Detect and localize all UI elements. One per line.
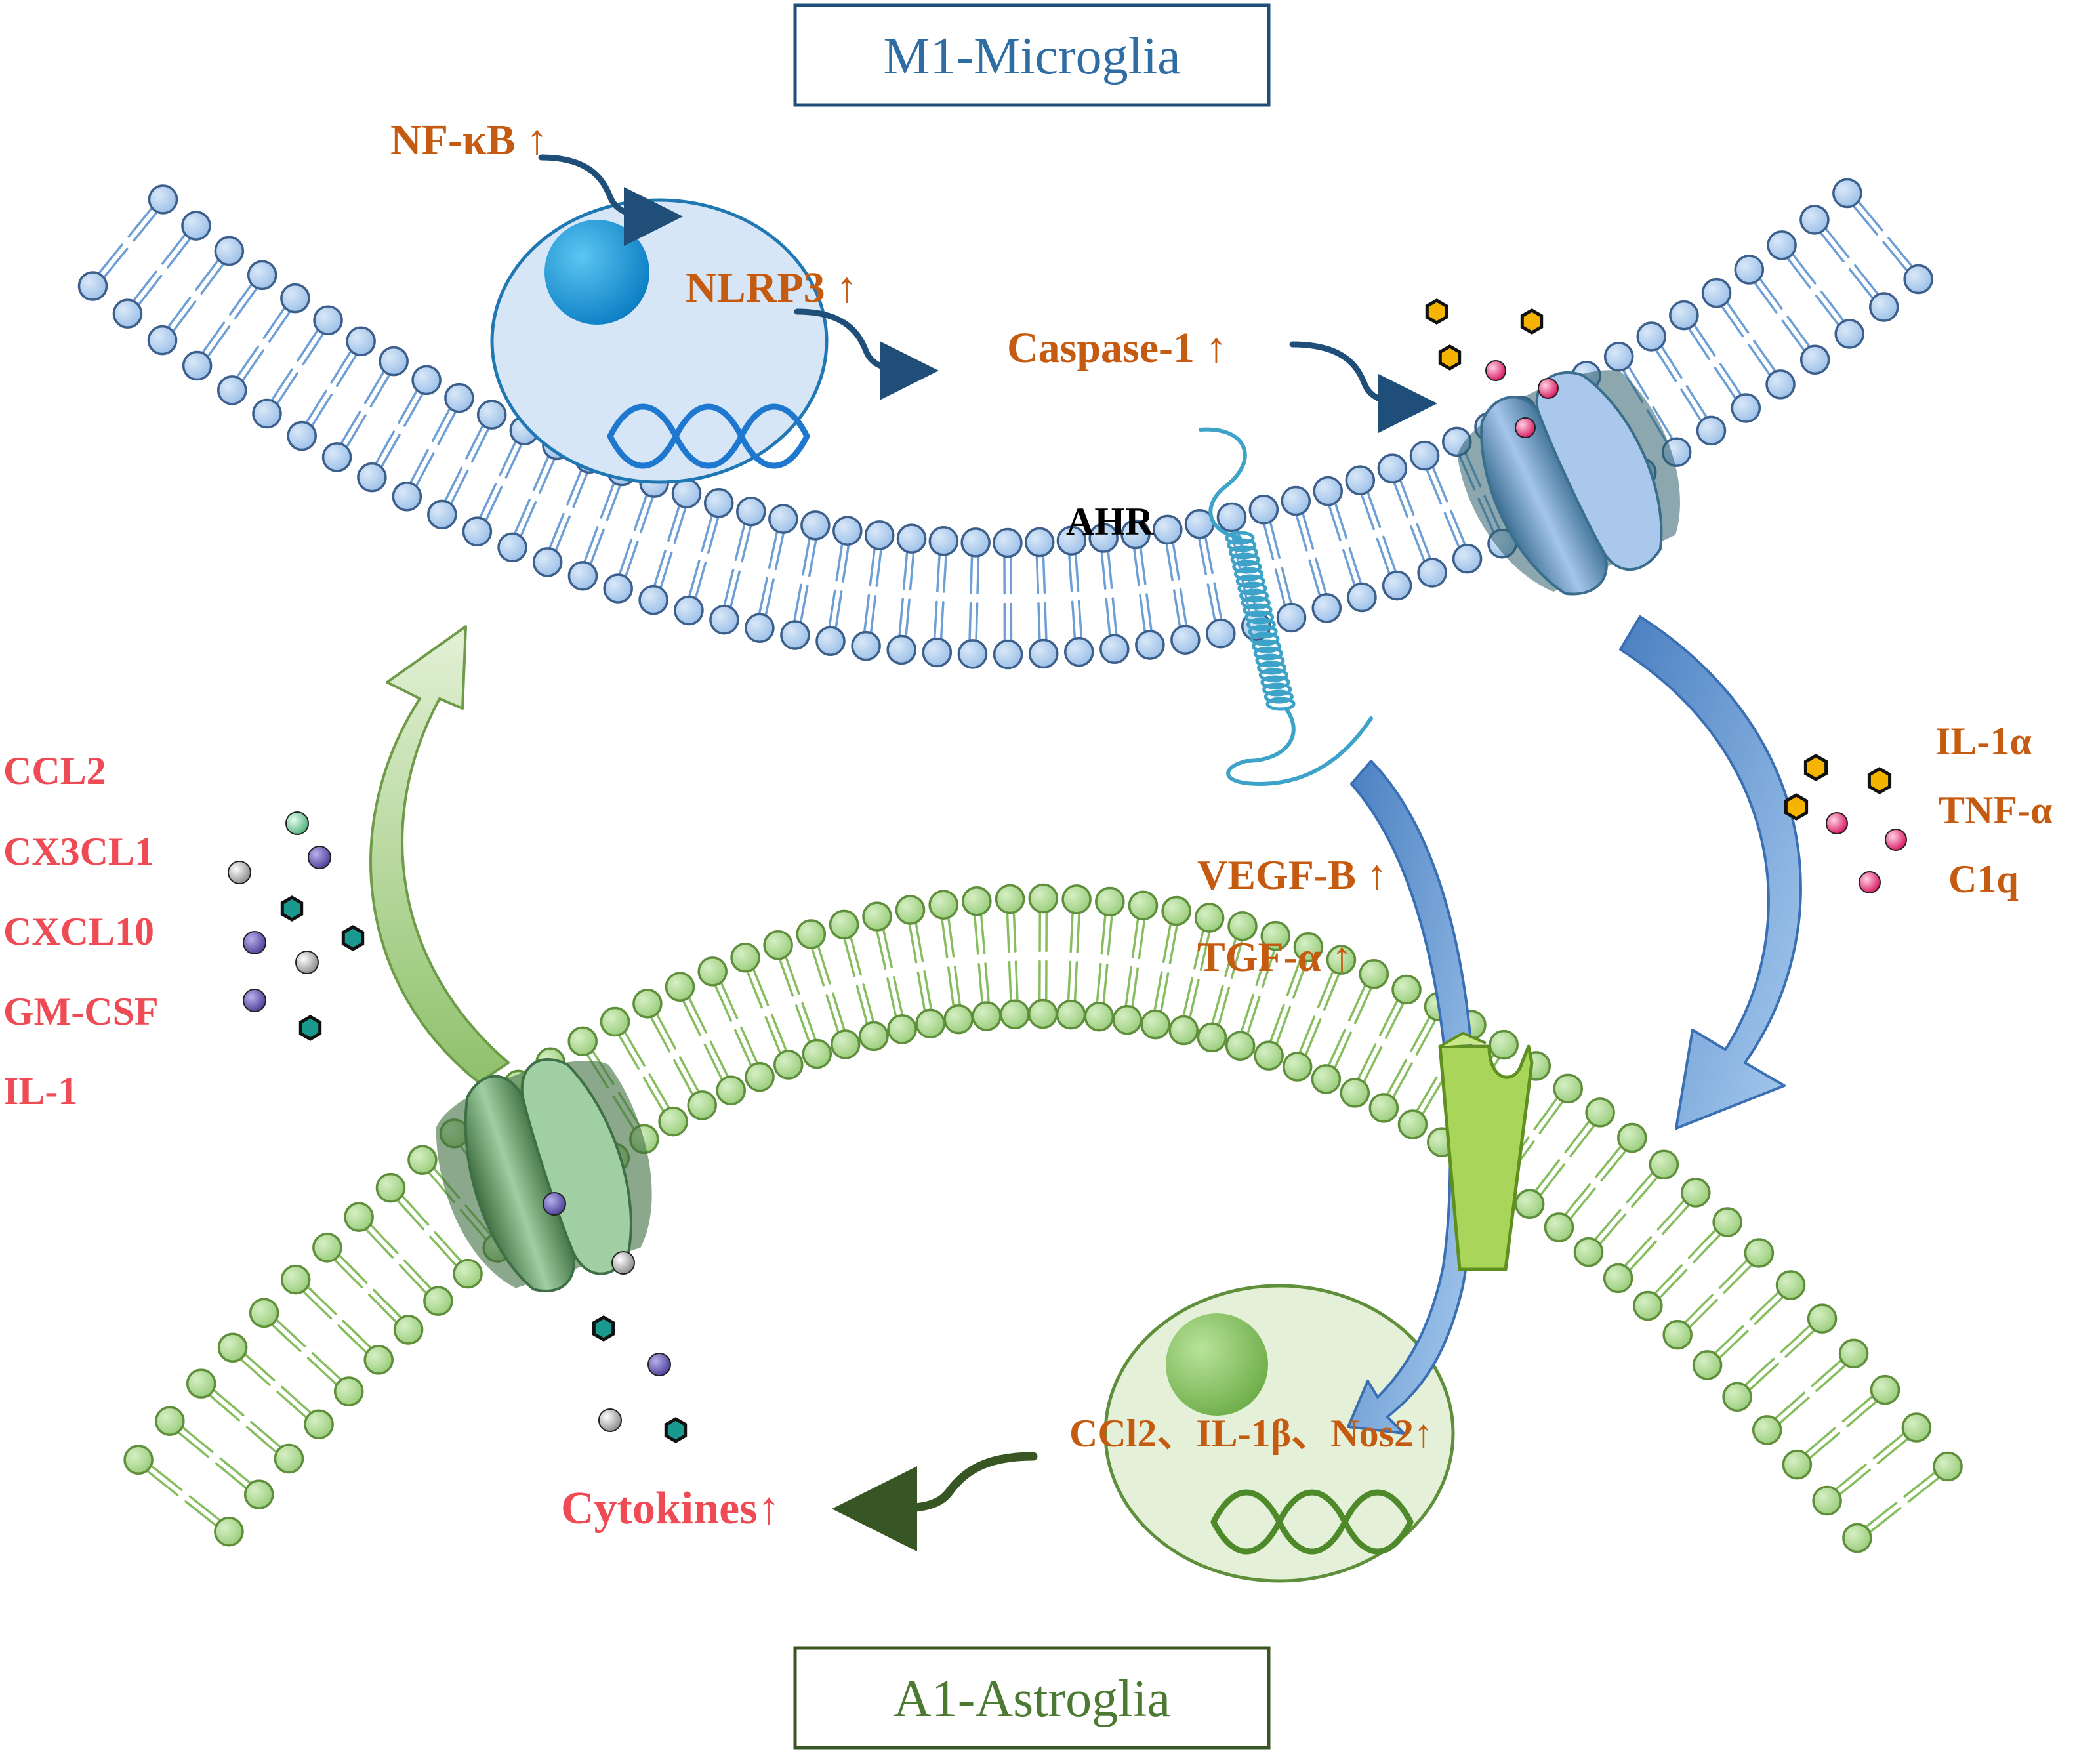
chemokine-hexagon-icon	[664, 1417, 688, 1443]
astroglia-signal-labels: VEGF-B ↑ TGF-α ↑	[1197, 851, 1387, 980]
cytokines-output-label: Cytokines↑	[561, 1483, 780, 1534]
chemokine-label-2: CXCL10	[3, 910, 154, 953]
cytokine-hexagon-icon	[1784, 793, 1809, 821]
nlrp3-arrow	[794, 308, 939, 400]
cytokine-hexagon-icon	[1438, 344, 1462, 371]
astroglia-nucleus	[1103, 1284, 1455, 1583]
caspase-arrow	[1289, 341, 1437, 433]
tgfa-label: TGF-α ↑	[1197, 933, 1353, 980]
astroglia-channel	[436, 1057, 652, 1292]
pathway-arrows	[538, 154, 1437, 433]
chemokine-hexagon-icon	[298, 1015, 322, 1041]
chemokine-label-0: CCL2	[3, 749, 106, 792]
molecules	[228, 298, 1907, 1443]
nucleolus	[1166, 1313, 1268, 1416]
microglia-nucleus	[490, 198, 829, 484]
cytokine-ball-icon	[1826, 812, 1848, 834]
secreted-label-2: C1q	[1948, 857, 2019, 901]
microglia-title-box: M1-Microglia	[793, 3, 1271, 107]
nucleolus	[544, 220, 649, 325]
ahr-receptor	[1199, 427, 1373, 787]
nlrp3-label: NLRP3 ↑	[686, 264, 857, 312]
microglia-channel	[1457, 370, 1680, 596]
chemokine-ball-icon	[295, 951, 319, 974]
astroglia-secreted-labels: CCL2 CX3CL1 CXCL10 GM-CSF IL-1	[3, 749, 159, 1113]
chemokine-hexagon-icon	[592, 1315, 615, 1342]
chemokine-ball-icon	[543, 1192, 566, 1216]
chemokine-hexagon-icon	[341, 925, 365, 951]
caspase-label: Caspase-1 ↑	[1007, 324, 1227, 372]
cytokine-output-arrow	[832, 1452, 1038, 1551]
vegfb-label: VEGF-B ↑	[1197, 851, 1387, 898]
ahr-label: AHR	[1066, 500, 1154, 543]
chemokine-label-1: CX3CL1	[3, 830, 154, 873]
cytokine-hexagon-icon	[1520, 308, 1544, 335]
cytokine-hexagon-icon	[1803, 754, 1828, 781]
chemokine-ball-icon	[228, 861, 251, 884]
secreted-label-0: IL-1α	[1935, 720, 2032, 763]
cytokine-ball-icon	[1859, 871, 1881, 893]
cytokine-hexagon-icon	[1425, 298, 1448, 325]
chemokine-ball-icon	[243, 989, 266, 1012]
dna-helix-icon	[1210, 1489, 1414, 1555]
cytokine-ball-icon	[1485, 360, 1506, 381]
chemokine-label-4: IL-1	[3, 1069, 77, 1113]
chemokine-ball-icon	[308, 846, 331, 869]
cytokine-ball-icon	[1515, 417, 1536, 438]
microglia-to-astroglia-arrow	[1619, 615, 1802, 1130]
chemokine-hexagon-icon	[280, 895, 304, 922]
nfkb-label: NF-κB ↑	[390, 116, 548, 164]
chemokine-ball-icon	[285, 811, 309, 835]
dna-helix-icon	[607, 403, 810, 469]
microglia-pathway-labels: NF-κB ↑ NLRP3 ↑ Caspase-1 ↑ AHR	[390, 116, 1227, 543]
astroglia-gene-label: CCl2、IL-1β、Nos2↑	[1069, 1412, 1433, 1455]
chemokine-label-3: GM-CSF	[3, 990, 159, 1033]
microglia-secreted-labels: IL-1α TNF-α C1q	[1935, 720, 2052, 901]
vegf-receptor	[1438, 1031, 1534, 1271]
chemokine-ball-icon	[647, 1353, 671, 1376]
astroglia-to-microglia-arrow	[369, 625, 510, 1084]
chemokine-ball-icon	[598, 1408, 622, 1432]
nfkb-arrow	[538, 154, 683, 246]
cytokine-hexagon-icon	[1867, 767, 1892, 794]
astroglia-title: A1-Astroglia	[894, 1670, 1170, 1728]
secreted-label-1: TNF-α	[1939, 789, 2052, 832]
chemokine-ball-icon	[611, 1251, 635, 1275]
astroglia-title-box: A1-Astroglia	[793, 1646, 1271, 1750]
microglia-title: M1-Microglia	[883, 28, 1180, 85]
cytokine-ball-icon	[1885, 829, 1907, 851]
cytokine-ball-icon	[1538, 378, 1559, 399]
chemokine-ball-icon	[243, 931, 266, 954]
